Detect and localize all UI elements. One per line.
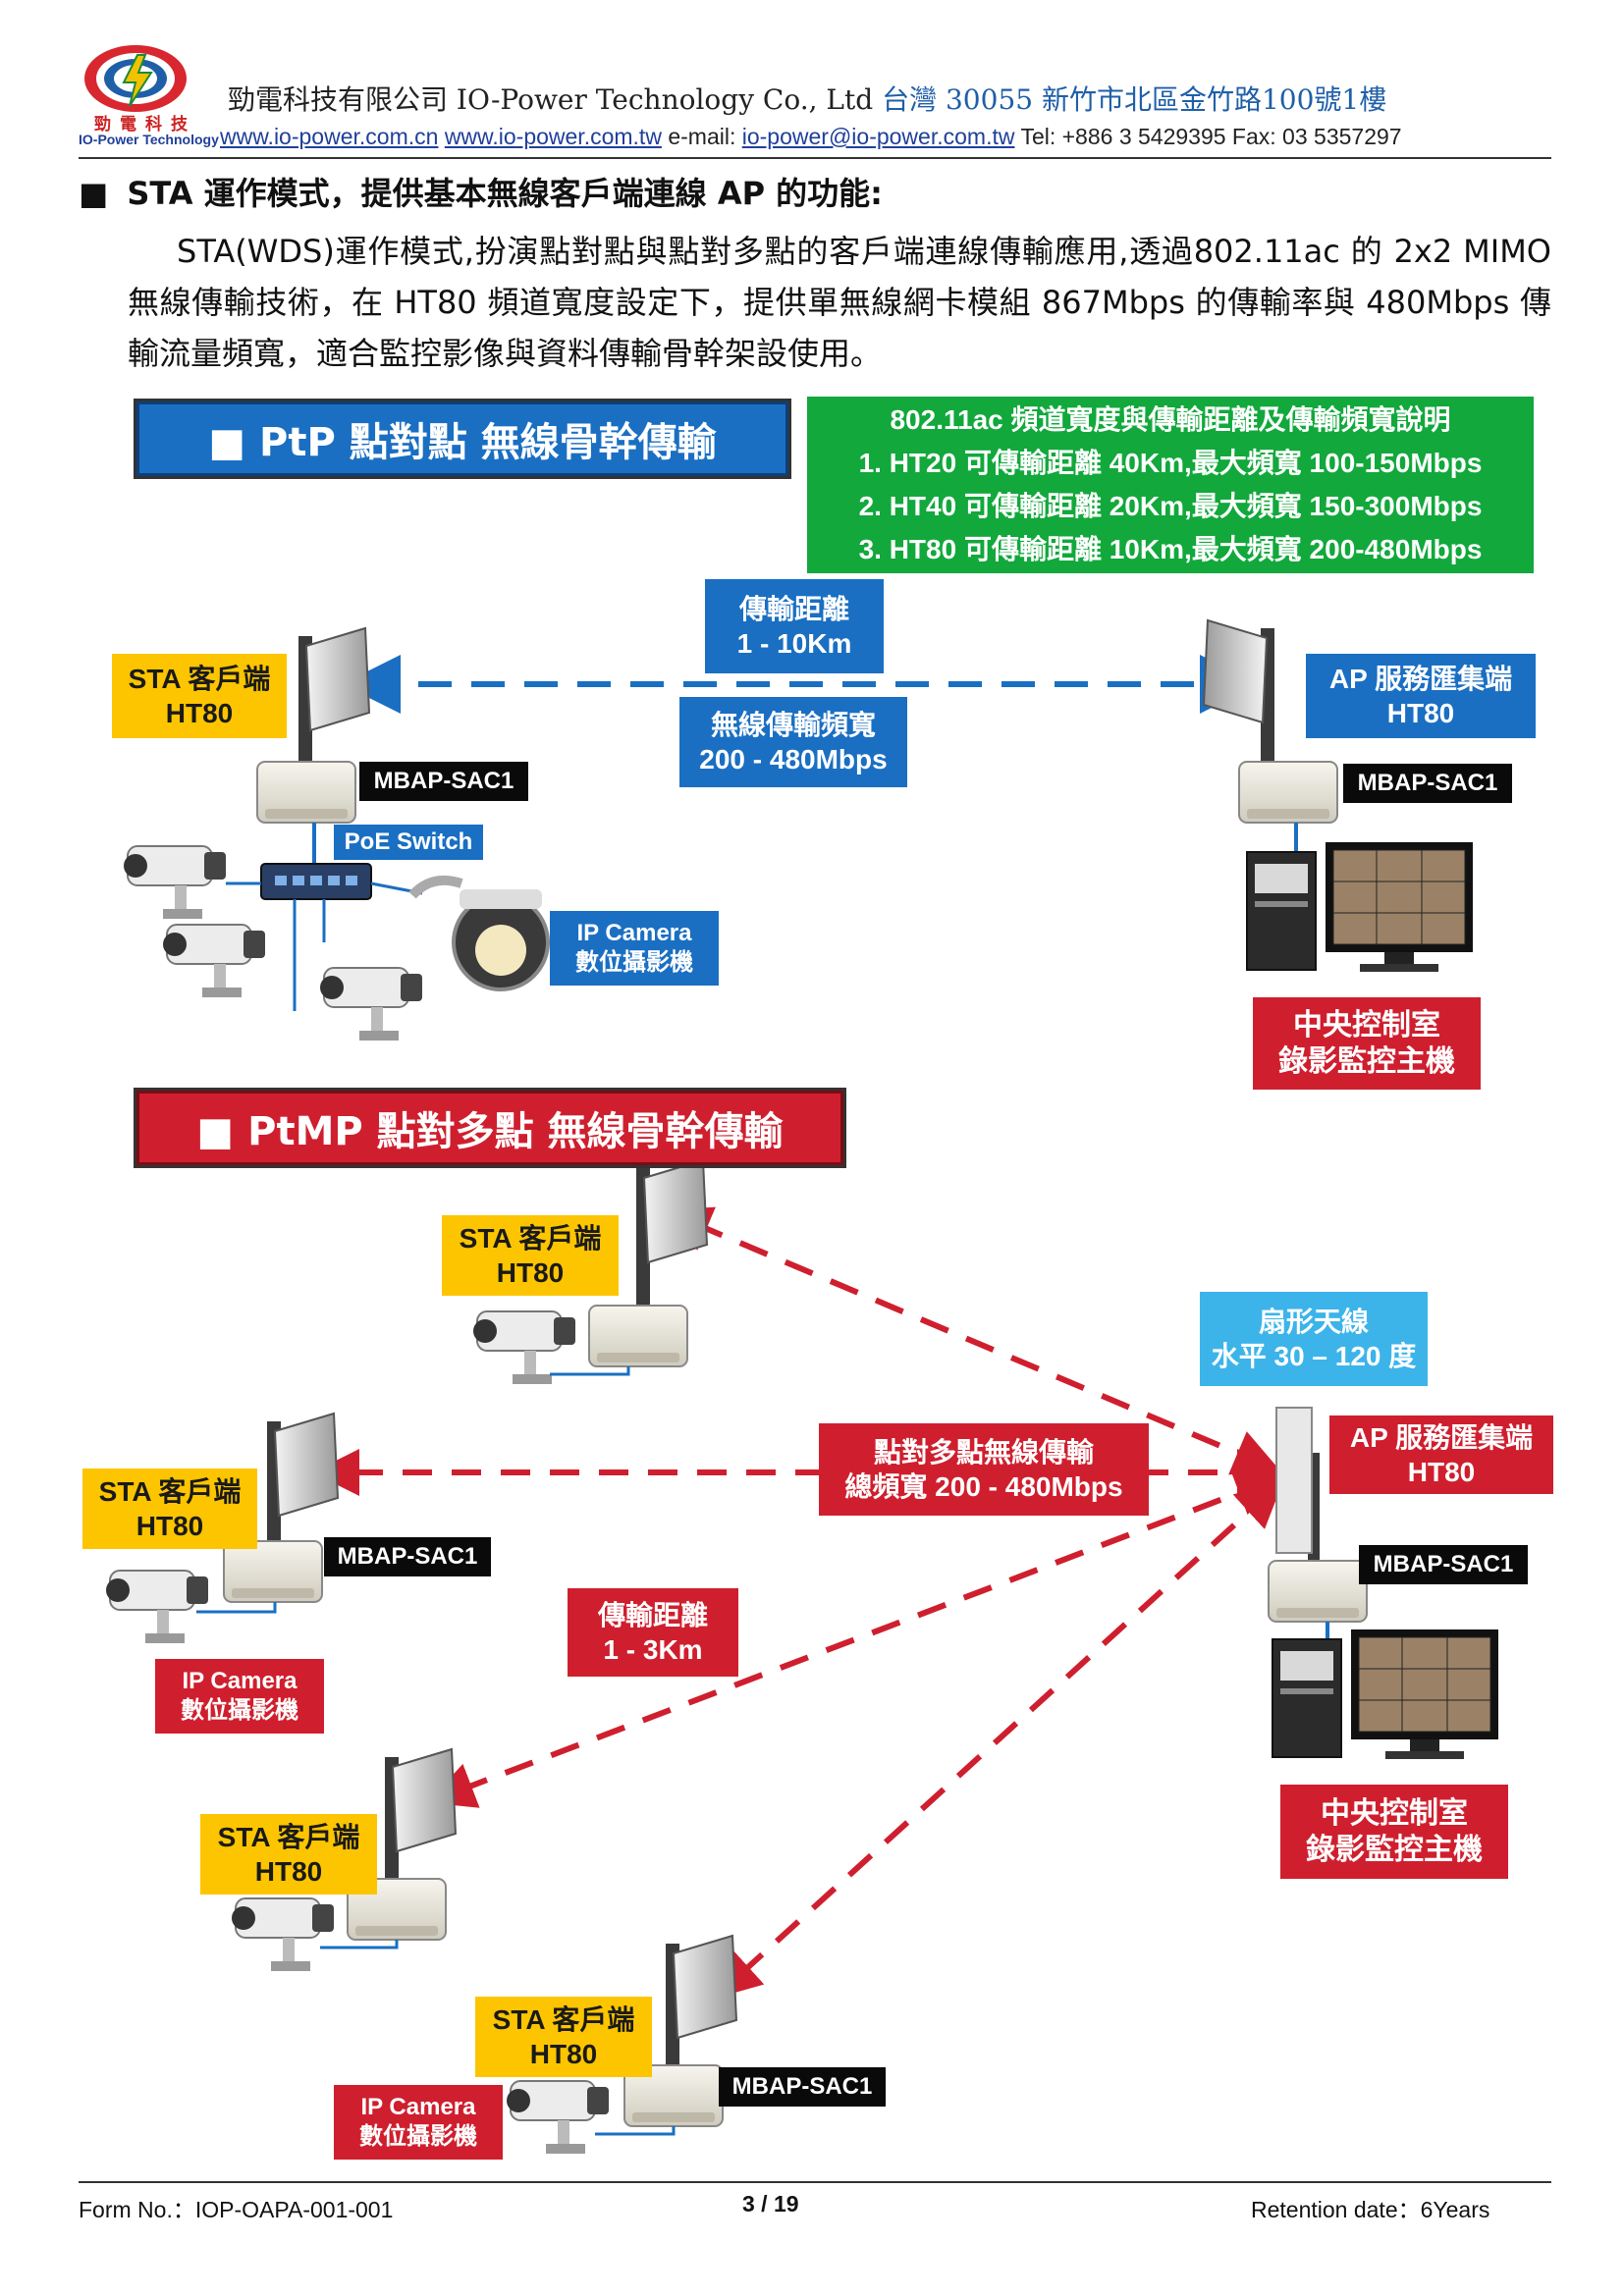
company-name-line: 勁電科技有限公司 IO-Power Technology Co., Ltd 台灣… (228, 79, 1386, 118)
ptmp-distance-value: 1 - 3Km (603, 1634, 703, 1665)
ptmp-control-sub: 錄影監控主機 (1306, 1834, 1483, 1866)
ptp-banner-text: ■ PtP 點對點 無線骨幹傳輸 (136, 401, 788, 476)
phone-fax: Tel: +886 3 5429395 Fax: 03 5357297 (1020, 124, 1402, 149)
email-label: e-mail: (668, 124, 736, 149)
section-title: STA 運作模式，提供基本無線客戶端連線 AP 的功能: (127, 175, 883, 212)
ptmp-sector-title: 扇形天線 (1258, 1307, 1369, 1337)
ptmp-sta-3-title: STA 客戶端 (217, 1822, 360, 1852)
logo-text-en: IO-Power Technology (79, 132, 219, 147)
ptp-bandwidth-label: 無線傳輸頻寬 200 - 480Mbps (679, 697, 907, 787)
ptp-info-line-1: 1. HT20 可傳輸距離 40Km,最大頻寬 100-150Mbps (858, 448, 1483, 478)
ptmp-sta-2-title: STA 客戶端 (98, 1476, 242, 1507)
ptp-camera-cn: 數位攝影機 (575, 949, 693, 976)
ptp-bandwidth-value: 200 - 480Mbps (699, 744, 888, 774)
ptp-camera-label: IP Camera 數位攝影機 (550, 911, 719, 986)
footer-page-number: 3 / 19 (742, 2191, 799, 2216)
ptp-ap-mode: HT80 (1386, 698, 1455, 728)
company-logo (84, 45, 187, 112)
ptp-control-sub: 錄影監控主機 (1278, 1045, 1455, 1078)
ptmp-camera-2-en: IP Camera (360, 2094, 476, 2120)
ptmp-multi-label: 點對多點無線傳輸 總頻寬 200 - 480Mbps (819, 1423, 1149, 1516)
footer-divider (79, 2181, 1551, 2183)
email-link[interactable]: io-power@io-power.com.tw (741, 124, 1015, 149)
company-name: 勁電科技有限公司 IO-Power Technology Co., Ltd (228, 83, 874, 116)
ptmp-camera-label-1: IP Camera 數位攝影機 (155, 1659, 324, 1734)
ptmp-sector-angle: 水平 30 – 120 度 (1211, 1341, 1417, 1371)
ptmp-sta-1-title: STA 客戶端 (459, 1223, 602, 1254)
ptmp-model-ap: MBAP-SAC1 (1359, 1545, 1528, 1584)
ptmp-distance-title: 傳輸距離 (597, 1600, 708, 1630)
ptmp-link-4 (713, 1479, 1284, 2000)
ptmp-ap-mode: HT80 (1407, 1457, 1476, 1487)
ptmp-sta-1-mode: HT80 (496, 1257, 565, 1288)
section-bullet: ■ (79, 175, 109, 212)
ptp-sta-mode: HT80 (165, 698, 234, 728)
ptmp-multi-value: 總頻寬 200 - 480Mbps (844, 1471, 1123, 1502)
ptp-info-line-2: 2. HT40 可傳輸距離 20Km,最大頻寬 150-300Mbps (858, 491, 1483, 521)
logo-text-cn: 勁電科技 (94, 115, 196, 134)
ptmp-sta-4-title: STA 客戶端 (492, 2004, 635, 2035)
ptmp-banner-text: ■ PtMP 點對多點 無線骨幹傳輸 (136, 1091, 843, 1165)
section-paragraph: STA(WDS)運作模式,扮演點對點與點對多點的客戶端連線傳輸應用,透過802.… (128, 233, 1551, 372)
ptmp-camera-label-2: IP Camera 數位攝影機 (334, 2085, 503, 2160)
ptmp-ap-label: AP 服務匯集端 HT80 (1329, 1415, 1553, 1494)
ptmp-sta-4-mode: HT80 (529, 2039, 598, 2069)
ptp-model-right: MBAP-SAC1 (1343, 764, 1512, 803)
ptp-control-title: 中央控制室 (1293, 1008, 1440, 1041)
ptp-distance-title: 傳輸距離 (738, 594, 849, 624)
ptmp-camera-1-cn: 數位攝影機 (181, 1697, 298, 1724)
section-title-line: ■ STA 運作模式，提供基本無線客戶端連線 AP 的功能: (79, 169, 883, 214)
ptmp-control-title: 中央控制室 (1321, 1796, 1468, 1830)
contact-line: www.io-power.com.cn www.io-power.com.tw … (220, 124, 1402, 150)
ptp-poe-label: PoE Switch (334, 825, 483, 860)
ptmp-sta-3-label: STA 客戶端 HT80 (200, 1814, 377, 1895)
ptp-info-line-3: 3. HT80 可傳輸距離 10Km,最大頻寬 200-480Mbps (858, 534, 1483, 564)
ptmp-sta-2-mode: HT80 (135, 1511, 204, 1541)
ptp-ap-label: AP 服務匯集端 HT80 (1306, 654, 1536, 738)
footer-retention: Retention date：6Years (1251, 2197, 1490, 2222)
ptp-sta-title: STA 客戶端 (128, 664, 271, 694)
ptmp-model-sta-4: MBAP-SAC1 (719, 2067, 886, 2107)
ptmp-sta-1-label: STA 客戶端 HT80 (442, 1215, 619, 1296)
ptp-info-box: 802.11ac 頻道寬度與傳輸距離及傳輸頻寬說明 1. HT20 可傳輸距離 … (807, 397, 1534, 573)
ptmp-camera-2-cn: 數位攝影機 (359, 2123, 477, 2150)
footer-form-no: Form No.：IOP-OAPA-001-001 (79, 2197, 394, 2222)
ptmp-ap-title: AP 服務匯集端 (1349, 1422, 1534, 1453)
ptmp-banner: ■ PtMP 點對多點 無線骨幹傳輸 (134, 1088, 846, 1168)
website-tw-link[interactable]: www.io-power.com.tw (444, 124, 662, 149)
ptmp-distance-label: 傳輸距離 1 - 3Km (568, 1588, 738, 1677)
ptp-distance-value: 1 - 10Km (736, 628, 852, 659)
ptp-control-label: 中央控制室 錄影監控主機 (1253, 997, 1481, 1090)
ptp-bandwidth-title: 無線傳輸頻寬 (710, 710, 876, 740)
ptmp-multi-title: 點對多點無線傳輸 (873, 1437, 1094, 1468)
ptp-ap-title: AP 服務匯集端 (1328, 664, 1513, 694)
ptp-sta-label: STA 客戶端 HT80 (112, 654, 287, 738)
ptp-banner: ■ PtP 點對點 無線骨幹傳輸 (134, 399, 791, 479)
ptmp-camera-1-en: IP Camera (182, 1668, 298, 1694)
company-address: 台灣 30055 新竹市北區金竹路100號1樓 (882, 83, 1387, 116)
ptmp-control-label: 中央控制室 錄影監控主機 (1280, 1785, 1508, 1879)
ptp-model-left: MBAP-SAC1 (359, 762, 528, 801)
ptp-info-title: 802.11ac 頻道寬度與傳輸距離及傳輸頻寬說明 (890, 404, 1451, 435)
ptmp-sta-3-mode: HT80 (254, 1856, 323, 1887)
ptp-camera-en: IP Camera (576, 920, 692, 946)
ptmp-model-sta-2: MBAP-SAC1 (324, 1537, 491, 1576)
ptp-distance-label: 傳輸距離 1 - 10Km (705, 579, 884, 673)
ptmp-sta-2-label: STA 客戶端 HT80 (82, 1468, 257, 1549)
ptmp-sector-label: 扇形天線 水平 30 – 120 度 (1200, 1292, 1428, 1386)
header-divider (79, 157, 1551, 159)
ptmp-link-1 (663, 1206, 1281, 1475)
website-cn-link[interactable]: www.io-power.com.cn (220, 124, 439, 149)
ptmp-sta-4-label: STA 客戶端 HT80 (475, 1997, 652, 2077)
